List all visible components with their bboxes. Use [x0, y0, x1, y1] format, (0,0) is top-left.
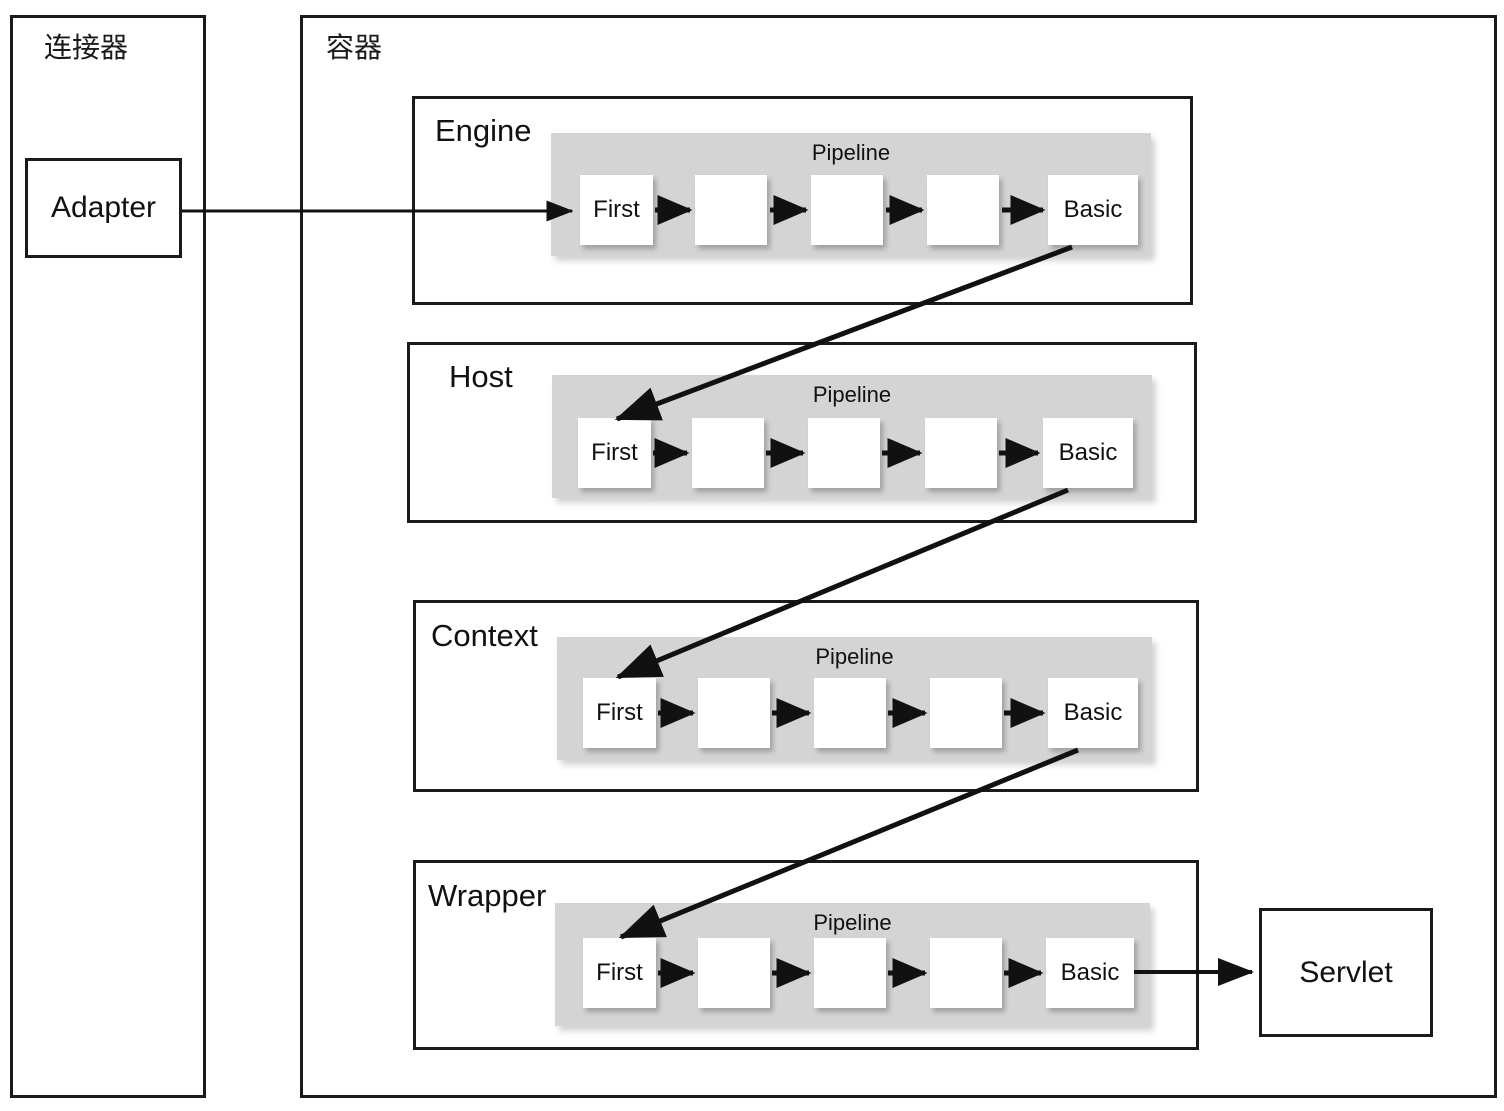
wrapper-valve-4[interactable]: [930, 938, 1002, 1008]
wrapper-label: Wrapper: [428, 878, 547, 913]
context-label: Context: [431, 618, 538, 653]
context-valve-first-label: First: [596, 699, 643, 726]
wrapper-valve-3[interactable]: [814, 938, 886, 1008]
connector-title: 连接器: [44, 32, 129, 63]
host-valve-basic[interactable]: Basic: [1043, 418, 1133, 488]
context-valve-3[interactable]: [814, 678, 886, 748]
servlet-box[interactable]: Servlet: [1259, 908, 1433, 1037]
engine-label: Engine: [435, 113, 532, 148]
wrapper-valve-basic[interactable]: Basic: [1046, 938, 1134, 1008]
engine-valve-2[interactable]: [695, 175, 767, 245]
engine-valve-first-label: First: [593, 196, 640, 223]
engine-valve-4[interactable]: [927, 175, 999, 245]
wrapper-valve-first-label: First: [596, 959, 643, 986]
engine-valve-basic-label: Basic: [1063, 196, 1123, 223]
wrapper-valve-2[interactable]: [698, 938, 770, 1008]
host-valve-2[interactable]: [692, 418, 764, 488]
servlet-label: Servlet: [1299, 955, 1393, 989]
engine-pipeline-label: Pipeline: [811, 140, 891, 165]
host-label: Host: [449, 359, 513, 394]
host-valve-3[interactable]: [808, 418, 880, 488]
context-pipeline-label: Pipeline: [815, 644, 894, 669]
context-valve-basic-label: Basic: [1063, 699, 1123, 726]
wrapper-valve-basic-label: Basic: [1060, 959, 1120, 986]
adapter-box[interactable]: Adapter: [25, 158, 182, 258]
host-valve-4[interactable]: [925, 418, 997, 488]
adapter-label: Adapter: [50, 191, 157, 224]
wrapper-pipeline-label: Pipeline: [813, 910, 892, 935]
host-valve-basic-label: Basic: [1058, 439, 1118, 466]
engine-valve-first[interactable]: First: [580, 175, 653, 245]
host-pipeline-label: Pipeline: [812, 382, 892, 407]
container-title: 容器: [326, 32, 383, 63]
engine-valve-basic[interactable]: Basic: [1048, 175, 1138, 245]
context-valve-4[interactable]: [930, 678, 1002, 748]
host-valve-first[interactable]: First: [578, 418, 651, 488]
host-valve-first-label: First: [591, 439, 638, 466]
context-valve-2[interactable]: [698, 678, 770, 748]
engine-valve-3[interactable]: [811, 175, 883, 245]
wrapper-valve-first[interactable]: First: [583, 938, 656, 1008]
context-valve-first[interactable]: First: [583, 678, 656, 748]
context-valve-basic[interactable]: Basic: [1048, 678, 1138, 748]
